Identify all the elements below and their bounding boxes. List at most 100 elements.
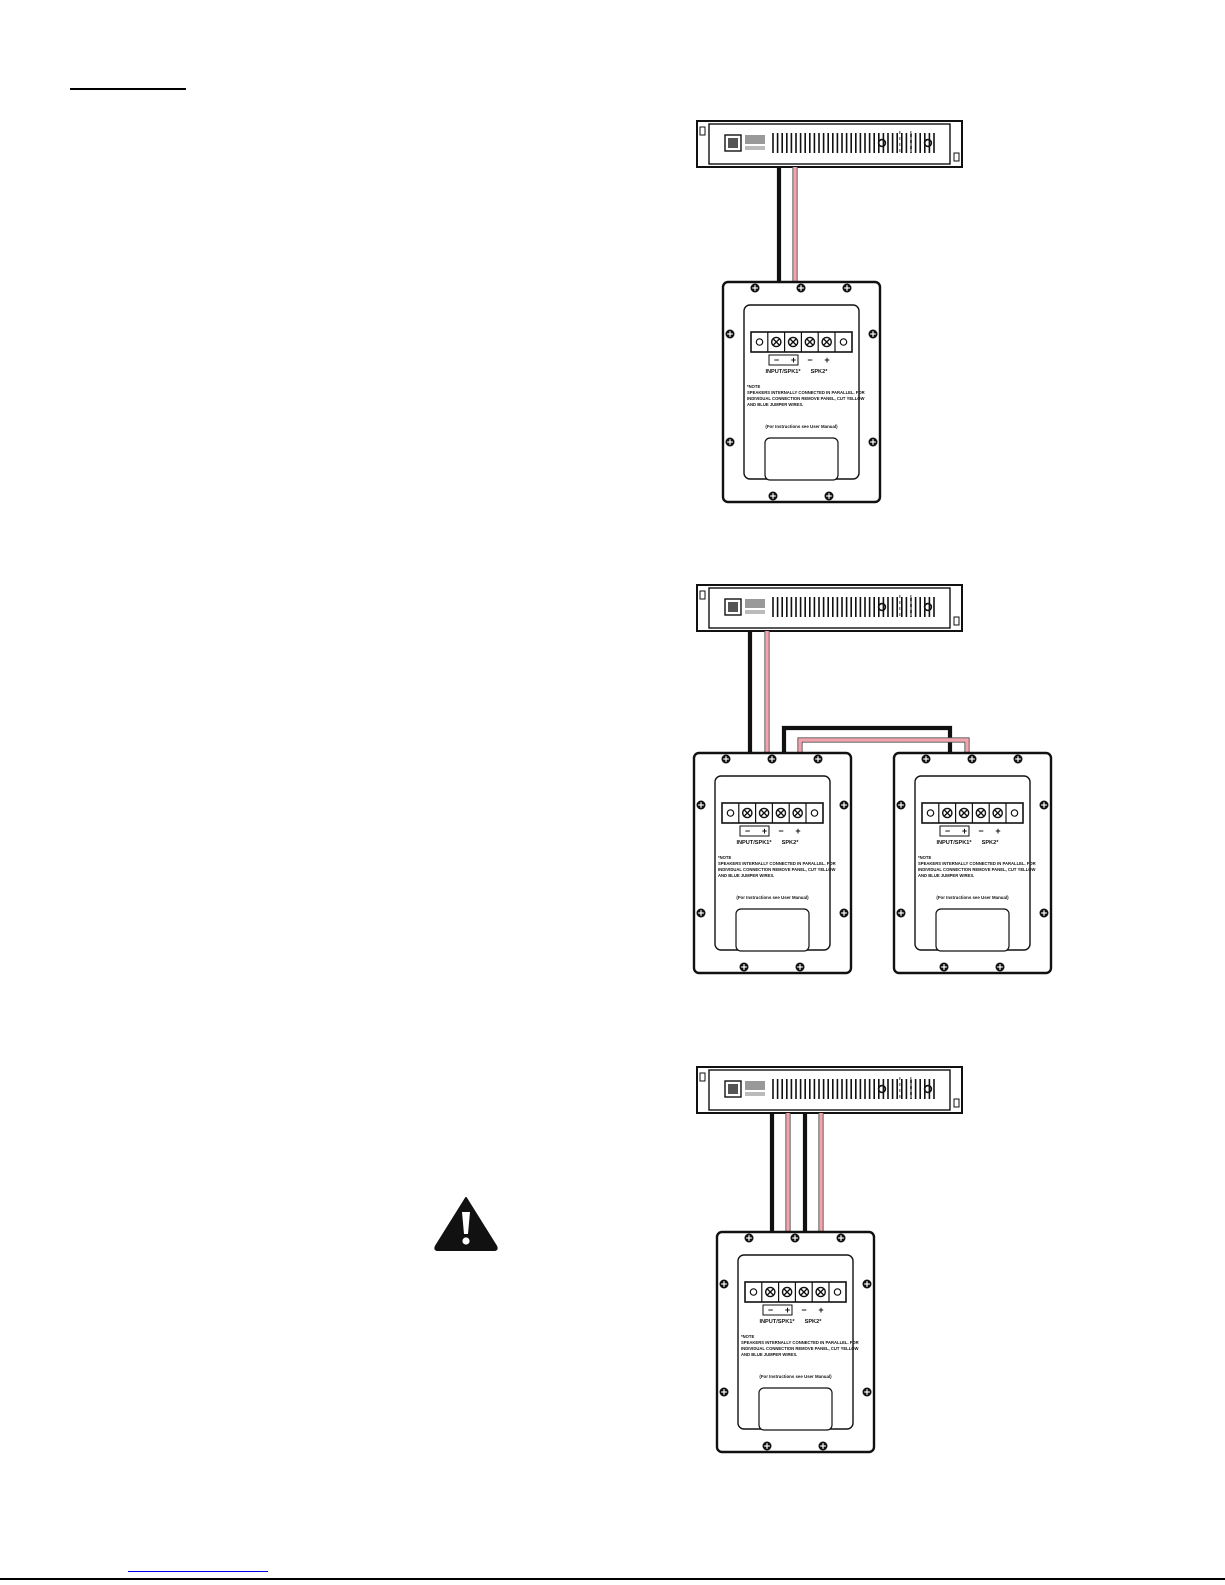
screw-icon	[1013, 754, 1023, 764]
screw-icon	[725, 437, 735, 447]
screw-icon	[868, 437, 878, 447]
terminal-1	[755, 338, 764, 346]
screw-icon	[696, 800, 706, 810]
screw-icon	[921, 754, 931, 764]
screw-icon	[995, 962, 1005, 972]
screw-icon	[1039, 800, 1049, 810]
screw-icon	[744, 1233, 754, 1243]
terminal-2	[738, 803, 753, 823]
input-minus-label: −	[745, 826, 750, 836]
screw-icon	[839, 908, 849, 918]
note-line-3: AND BLUE JUMPER WIRES.	[918, 873, 974, 878]
screw-icon	[839, 800, 849, 810]
note-line-1: SPEAKERS INTERNALLY CONNECTED IN PARALLE…	[918, 861, 1036, 866]
input-plus-label: +	[762, 826, 767, 836]
input-plus-label: +	[962, 826, 967, 836]
amplifier-2	[696, 584, 963, 632]
input-minus-label: −	[768, 1305, 773, 1315]
screw-icon	[868, 329, 878, 339]
terminal-6	[805, 803, 819, 823]
note-line-3: AND BLUE JUMPER WIRES.	[747, 402, 803, 407]
screw-icon	[939, 962, 949, 972]
spk2-label: SPK2*	[805, 1319, 823, 1325]
terminal-6	[834, 332, 848, 352]
screw-icon	[862, 1279, 872, 1289]
note-line-1: SPEAKERS INTERNALLY CONNECTED IN PARALLE…	[718, 861, 836, 866]
footer-link-underline[interactable]	[128, 1571, 268, 1572]
terminal-4	[794, 1282, 810, 1302]
screw-icon	[813, 754, 823, 764]
terminal-4	[771, 803, 787, 823]
input-plus-label: +	[785, 1305, 790, 1315]
note-line-2: INDIVIDUAL CONNECTION REMOVE PANEL, CUT …	[718, 867, 836, 872]
input-plus-label: +	[791, 355, 796, 365]
screw-icon	[719, 1387, 729, 1397]
terminal-6	[1005, 803, 1019, 823]
spk2-plus-label: +	[824, 355, 829, 365]
terminal-1	[926, 809, 935, 817]
note-line-2: INDIVIDUAL CONNECTION REMOVE PANEL, CUT …	[747, 396, 865, 401]
note-title: *NOTE	[747, 384, 760, 389]
input-minus-label: −	[774, 355, 779, 365]
note-line-3: AND BLUE JUMPER WIRES.	[741, 1352, 797, 1357]
terminal-5	[988, 803, 1004, 823]
terminal-5	[811, 1282, 827, 1302]
amplifier-4	[696, 1066, 963, 1114]
terminal-4	[971, 803, 987, 823]
instructions-text: (For Instructions see User Manual)	[736, 895, 809, 900]
note-title: *NOTE	[918, 855, 931, 860]
note-line-3: AND BLUE JUMPER WIRES.	[718, 873, 774, 878]
input-spk1-label: INPUT/SPK1*	[759, 1319, 795, 1325]
warning-triangle-icon	[434, 1197, 498, 1251]
input-spk1-label: INPUT/SPK1*	[765, 369, 801, 375]
instructions-text: (For Instructions see User Manual)	[759, 1374, 832, 1379]
spk2-minus-label: −	[801, 1305, 806, 1315]
screw-icon	[719, 1279, 729, 1289]
screw-icon	[896, 800, 906, 810]
terminal-1	[726, 809, 735, 817]
note-line-2: INDIVIDUAL CONNECTION REMOVE PANEL, CUT …	[918, 867, 1036, 872]
spk2-minus-label: −	[778, 826, 783, 836]
screw-icon	[696, 908, 706, 918]
terminal-3	[783, 332, 799, 352]
screw-icon	[762, 1441, 772, 1451]
screw-icon	[739, 962, 749, 972]
note-line-1: SPEAKERS INTERNALLY CONNECTED IN PARALLE…	[741, 1340, 859, 1345]
screw-icon	[750, 283, 760, 293]
screw-icon	[790, 1233, 800, 1243]
spk2-label: SPK2*	[982, 840, 1000, 846]
screw-icon	[768, 491, 778, 501]
screw-icon	[836, 1233, 846, 1243]
screw-icon	[725, 329, 735, 339]
input-spk1-label: INPUT/SPK1*	[936, 840, 972, 846]
terminal-2	[767, 332, 782, 352]
note-line-1: SPEAKERS INTERNALLY CONNECTED IN PARALLE…	[747, 390, 865, 395]
screw-icon	[896, 908, 906, 918]
screw-icon	[796, 283, 806, 293]
screw-icon	[862, 1387, 872, 1397]
heading-underline	[70, 88, 186, 90]
terminal-6	[828, 1282, 842, 1302]
terminal-4	[800, 332, 816, 352]
instructions-text: (For Instructions see User Manual)	[936, 895, 1009, 900]
screw-icon	[795, 962, 805, 972]
note-title: *NOTE	[741, 1334, 754, 1339]
equipment-layer	[696, 120, 963, 1114]
terminal-5	[788, 803, 804, 823]
terminal-3	[754, 803, 770, 823]
input-minus-label: −	[945, 826, 950, 836]
spk2-minus-label: −	[807, 355, 812, 365]
spk2-minus-label: −	[978, 826, 983, 836]
footer-rule	[0, 1578, 1225, 1580]
screw-icon	[824, 491, 834, 501]
screw-icon	[767, 754, 777, 764]
spk2-plus-label: +	[818, 1305, 823, 1315]
spk2-label: SPK2*	[811, 369, 829, 375]
spk2-plus-label: +	[995, 826, 1000, 836]
screw-icon	[1039, 908, 1049, 918]
screw-icon	[842, 283, 852, 293]
